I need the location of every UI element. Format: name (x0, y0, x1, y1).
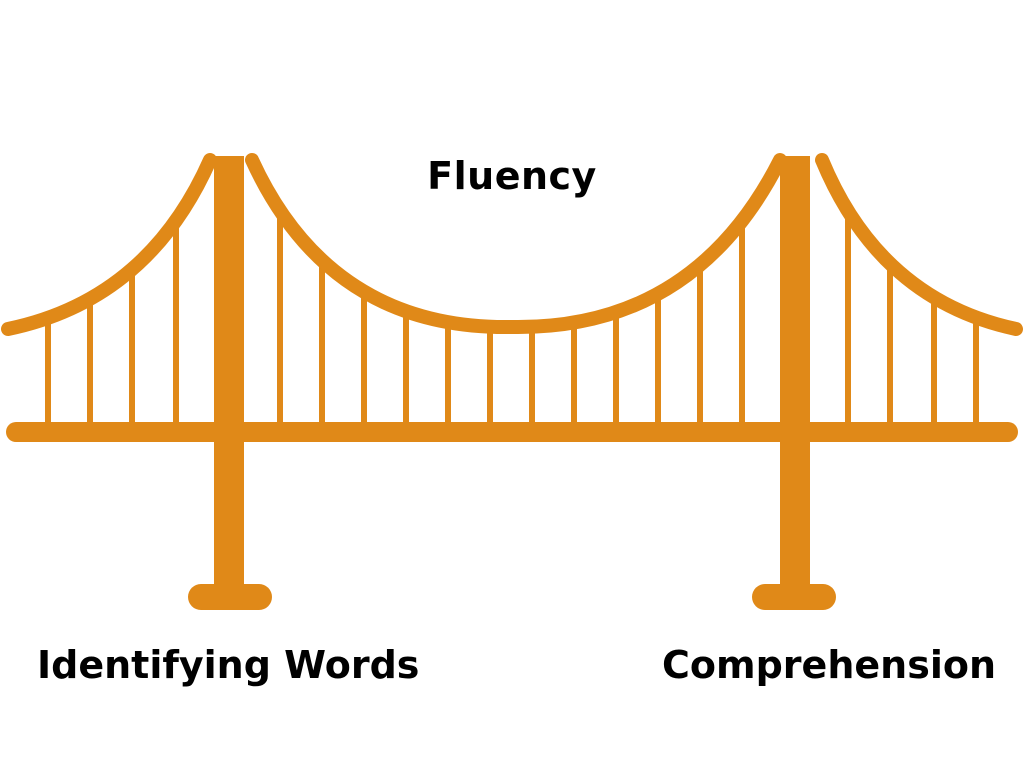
fluency-label: Fluency (427, 157, 597, 195)
right-tower (780, 156, 810, 586)
left-tower-base (188, 584, 272, 610)
identifying-words-label: Identifying Words (37, 646, 419, 684)
comprehension-label: Comprehension (662, 646, 996, 684)
left-tower (214, 156, 244, 586)
right-tower-base (752, 584, 836, 610)
